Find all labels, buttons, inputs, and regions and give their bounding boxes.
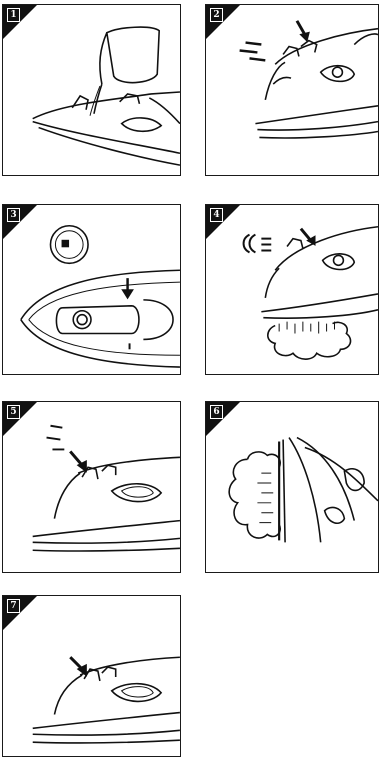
step-number-6: 6	[210, 405, 223, 419]
step-panel-5: 5	[2, 401, 181, 573]
step-panel-2: 2	[205, 4, 379, 176]
step-number-3: 3	[7, 208, 20, 222]
step-number-7: 7	[7, 599, 20, 613]
step-panel-3: 3	[2, 204, 181, 375]
step-panel-1: 1	[2, 4, 181, 176]
step-number-4: 4	[210, 208, 223, 222]
step-number-1: 1	[7, 8, 20, 22]
step-number-2: 2	[210, 8, 223, 22]
step-panel-4: 4	[205, 204, 379, 375]
step-panel-7: 7	[2, 595, 181, 757]
step-number-5: 5	[7, 405, 20, 419]
step-panel-6: 6	[205, 401, 379, 573]
